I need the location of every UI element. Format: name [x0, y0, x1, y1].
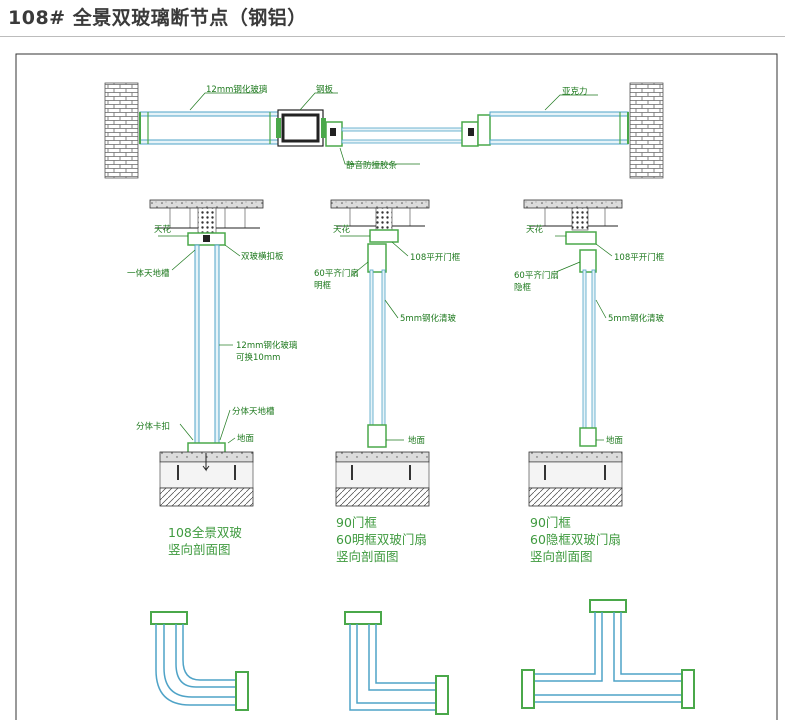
label-glass: 5mm钢化清玻: [400, 313, 456, 324]
caption-line-1: 90门框: [530, 515, 571, 530]
corner-detail-l: [344, 611, 449, 715]
glass-pane-left: [139, 111, 279, 145]
caption-line-1: 90门框: [336, 515, 377, 530]
label-glass-note-1: 12mm钢化玻璃: [236, 340, 298, 351]
label-split-clip: 分体卡扣: [136, 421, 170, 432]
caption-line-2: 60明框双玻门扇: [336, 532, 427, 547]
door-leaf-top: [367, 243, 387, 273]
label-leaf-1: 60平齐门扇: [514, 270, 559, 281]
label-floor: 地面: [606, 435, 624, 446]
caption-line-3: 竖向剖面图: [336, 549, 399, 564]
label-split-channel: 分体天地槽: [232, 406, 275, 417]
right-wall: [629, 82, 664, 179]
label-integrated-channel: 一体天地槽: [127, 268, 170, 279]
glass-left: [194, 244, 200, 444]
label-seal-strip: 静音防撞胶条: [346, 160, 398, 171]
steel-post: [276, 109, 326, 147]
caption-line-2: 竖向剖面图: [168, 542, 231, 557]
bottom-channel: [187, 442, 226, 454]
label-door-frame: 108平开门框: [614, 252, 665, 263]
plan-section: 12mm钢化玻璃 钢板 亚克力 静音防撞胶条: [104, 82, 664, 179]
corner-detail-curved: [150, 611, 249, 711]
label-glass-note-2: 可换10mm: [236, 352, 280, 363]
section-2: 天花 108平开门框 60平齐门扇 明框 5mm钢化清玻 地面 90门框 60明…: [314, 199, 461, 564]
label-acrylic: 亚克力: [562, 86, 588, 97]
label-floor: 地面: [237, 433, 255, 444]
floor-slab: [159, 487, 254, 507]
label-double-glass-cap: 双玻横扣板: [241, 251, 284, 262]
plan-leaders: [189, 92, 598, 165]
door-frame-profile: [369, 229, 399, 243]
label-leaf-2: 明框: [314, 280, 332, 291]
left-wall: [104, 82, 139, 179]
label-ceiling: 天花: [154, 224, 172, 235]
caption-line-2: 60隐框双玻门扇: [530, 532, 621, 547]
ceiling-slab: [149, 199, 264, 209]
label-ceiling: 天花: [333, 224, 351, 235]
label-floor: 地面: [408, 435, 426, 446]
label-door-frame: 108平开门框: [410, 252, 461, 263]
ceiling-block: [197, 207, 217, 234]
caption-line-1: 108全景双玻: [168, 525, 242, 540]
section-1-leaders: [158, 235, 241, 444]
glass-pane-right: [489, 111, 629, 145]
section-1: 天花 一体天地槽 双玻横扣板 12mm钢化玻璃 可换10mm 分体卡扣 分体天地…: [127, 199, 298, 557]
label-leaf-2: 隐框: [514, 282, 532, 293]
label-ceiling: 天花: [526, 224, 544, 235]
label-glass-12mm: 12mm钢化玻璃: [206, 84, 268, 95]
drawing-border: [15, 53, 778, 720]
label-leaf-1: 60平齐门扇: [314, 268, 359, 279]
page-title: 108# 全景双玻璃断节点（钢铝）: [8, 7, 307, 29]
glass-right: [214, 244, 220, 444]
label-glass: 5mm钢化清玻: [608, 313, 664, 324]
section-3: 天花 108平开门框 60平齐门扇 隐框 5mm钢化清玻 地面 90门框 60隐…: [514, 199, 665, 564]
label-steel-plate: 钢板: [316, 84, 334, 95]
title-divider: [0, 36, 785, 37]
caption-line-3: 竖向剖面图: [530, 549, 593, 564]
corner-detail-t: [521, 599, 695, 709]
door-leaf-bottom: [367, 424, 387, 448]
door-section-plan: [325, 114, 491, 147]
